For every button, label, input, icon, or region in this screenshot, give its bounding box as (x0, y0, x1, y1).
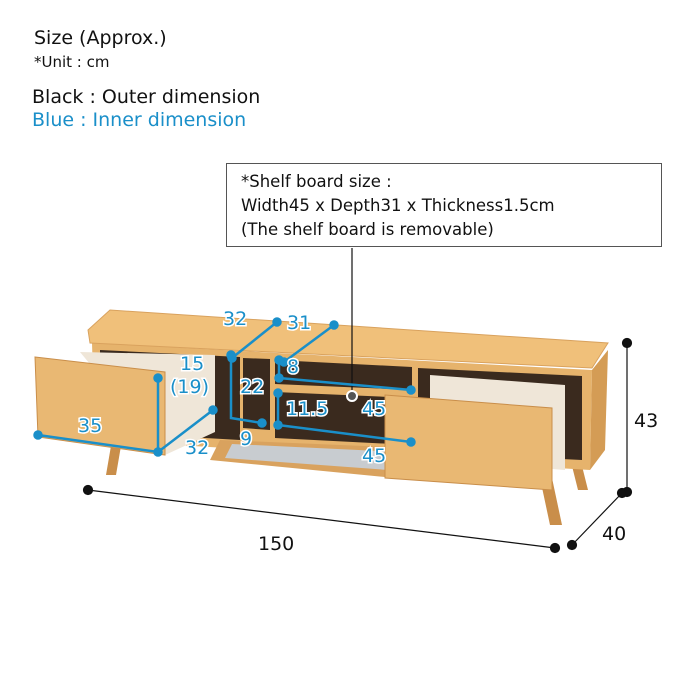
outer-height-label: 43 (634, 410, 658, 432)
note-line-1: *Shelf board size : (241, 172, 392, 191)
cabinet-top (87, 309, 609, 369)
drawer-height-alt-label: (19) (170, 376, 209, 398)
note-line-2: Width45 x Depth31 x Thickness1.5cm (241, 196, 555, 215)
lower-shelf-height-label: 11.5 (286, 398, 328, 420)
note-line-3: (The shelf board is removable) (241, 220, 494, 239)
top-depth-left-label: 32 (223, 308, 247, 330)
outer-width-label: 150 (258, 533, 294, 555)
center-width-label: 9 (240, 428, 252, 450)
compartment (243, 358, 270, 430)
right-drawer-front (384, 394, 553, 491)
lower-shelf-width-label: 45 (362, 445, 386, 467)
compartment-upper (275, 360, 412, 390)
left-drawer-front (34, 356, 166, 456)
cabinet-side (590, 350, 608, 470)
shelf-board-note: *Shelf board size : Width45 x Depth31 x … (226, 163, 662, 247)
upper-shelf-width-label: 45 (362, 398, 386, 420)
center-height-label: 22 (240, 376, 264, 398)
flap-door-inner (225, 444, 400, 470)
upper-shelf-height-label: 8 (287, 356, 299, 378)
size-title: Size (Approx.) (34, 27, 167, 49)
top-depth-right-label: 31 (287, 312, 311, 334)
drawer-depth-label: 32 (185, 437, 209, 459)
drawer-height-label: 15 (180, 353, 204, 375)
legend-outer: Black : Outer dimension (32, 86, 261, 108)
legend-inner: Blue : Inner dimension (32, 109, 247, 131)
shelf-board-marker (346, 390, 358, 402)
unit-label: *Unit : cm (34, 53, 110, 71)
drawer-width-label: 35 (78, 415, 102, 437)
compartment-lower (275, 392, 412, 445)
outer-depth-label: 40 (602, 523, 626, 545)
